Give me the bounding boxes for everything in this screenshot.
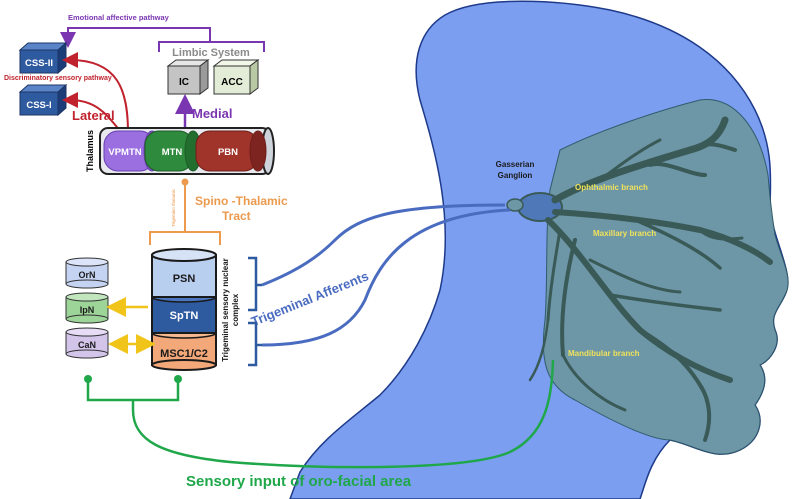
ophthalmic-branch-label: Ophthalmic branch <box>575 183 648 192</box>
afferent-brackets <box>248 256 262 367</box>
mandibular-branch-label: Mandibular branch <box>568 349 640 358</box>
nuclear-complex-label-1: Trigeminal sensory nuclear <box>221 258 230 362</box>
thalamus-cylinder: VPMTN MTN PBN <box>99 127 275 175</box>
css-i-label: CSS-I <box>26 100 51 111</box>
gasserian-ganglion-label-1: Gasserian <box>496 160 535 169</box>
sensory-input-label: Sensory input of oro-facial area <box>186 473 412 490</box>
css-ii-label: CSS-II <box>25 58 53 69</box>
acc-box: ACC <box>212 59 260 95</box>
tract-small-label: Trigemino thalamic <box>171 188 176 227</box>
green-dot-right <box>174 375 182 383</box>
medial-label: Medial <box>192 106 232 121</box>
tract-endpoint-dot <box>181 178 189 186</box>
limbic-system-title: Limbic System <box>172 47 250 59</box>
nuclear-complex-stack: PSN SpTN MSC1/C2 <box>151 248 217 371</box>
maxillary-branch-label: Maxillary branch <box>593 229 656 238</box>
mtn-label: MTN <box>162 147 183 158</box>
face-region <box>542 99 789 455</box>
orn-label: OrN <box>78 270 95 280</box>
ipn-label: IpN <box>80 305 95 315</box>
ic-label: IC <box>179 77 189 88</box>
msc-label: MSC1/C2 <box>160 348 208 360</box>
can-label: CaN <box>78 340 96 350</box>
spinothalamic-tract <box>149 182 221 245</box>
tract-label-line2: Tract <box>222 209 251 223</box>
acc-label: ACC <box>221 77 243 88</box>
pbn-label: PBN <box>218 147 238 158</box>
psn-label: PSN <box>173 273 196 285</box>
discriminatory-pathway-label: Discriminatory sensory pathway <box>4 75 112 82</box>
css-ii-box: CSS-II <box>18 41 68 75</box>
tract-label-line1: Spino -Thalamic <box>195 194 288 208</box>
sensory-input-path <box>86 359 555 469</box>
emotional-pathway-arrow <box>60 27 211 48</box>
orn-cylinder: OrN <box>65 257 109 289</box>
can-cylinder: CaN <box>65 327 109 359</box>
gasserian-ganglion-label-2: Ganglion <box>498 171 533 180</box>
ic-box: IC <box>166 59 210 95</box>
trigeminal-nerve <box>506 116 773 442</box>
emotional-pathway-label: Emotional affective pathway <box>68 13 170 22</box>
limbic-bracket <box>158 41 265 52</box>
css-i-box: CSS-I <box>18 83 68 117</box>
thalamus-label: Thalamus <box>85 130 95 172</box>
green-dot-left <box>84 375 92 383</box>
sptn-label: SpTN <box>170 310 199 322</box>
lateral-label: Lateral <box>72 108 115 123</box>
vpmtn-label: VPMTN <box>108 147 141 158</box>
ipn-cylinder: IpN <box>65 292 109 324</box>
trigeminal-afferent-lines <box>261 203 511 347</box>
nuclear-complex-label-2: complex <box>231 293 240 326</box>
